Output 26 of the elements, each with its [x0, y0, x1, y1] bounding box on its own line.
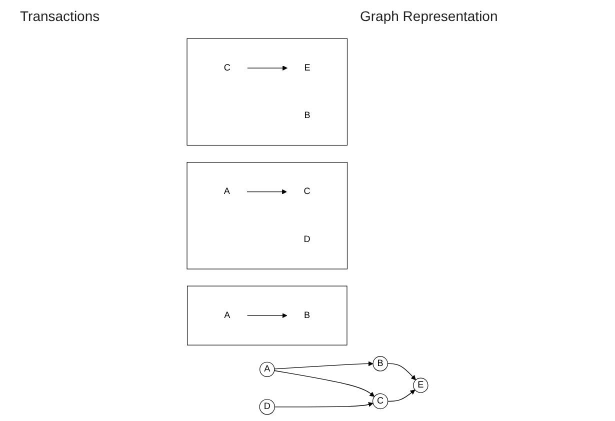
node-text: B [304, 110, 310, 120]
section-heading: Graph Representation [360, 8, 498, 24]
node-circle: D [259, 399, 275, 415]
arrow [274, 361, 374, 370]
node-circle: E [413, 378, 428, 393]
cluster [186, 162, 348, 270]
node-text: B [304, 310, 310, 320]
node-text: E [304, 62, 310, 73]
arrow [274, 370, 375, 397]
node-circle: C [372, 393, 388, 410]
arrow [246, 189, 287, 194]
node-circle: A [260, 362, 275, 377]
cluster [187, 286, 348, 346]
node-text: C [224, 62, 230, 73]
arrow [387, 363, 416, 380]
node-text: A [224, 310, 230, 320]
section-heading: Transactions [20, 8, 100, 24]
arrow [274, 402, 374, 408]
arrow [388, 390, 416, 402]
arrow [246, 313, 288, 318]
node-circle: B [372, 356, 388, 372]
cluster [186, 38, 348, 146]
node-text: C [304, 186, 310, 196]
arrow [247, 66, 288, 71]
node-text: A [224, 186, 230, 196]
node-text: D [304, 234, 310, 244]
